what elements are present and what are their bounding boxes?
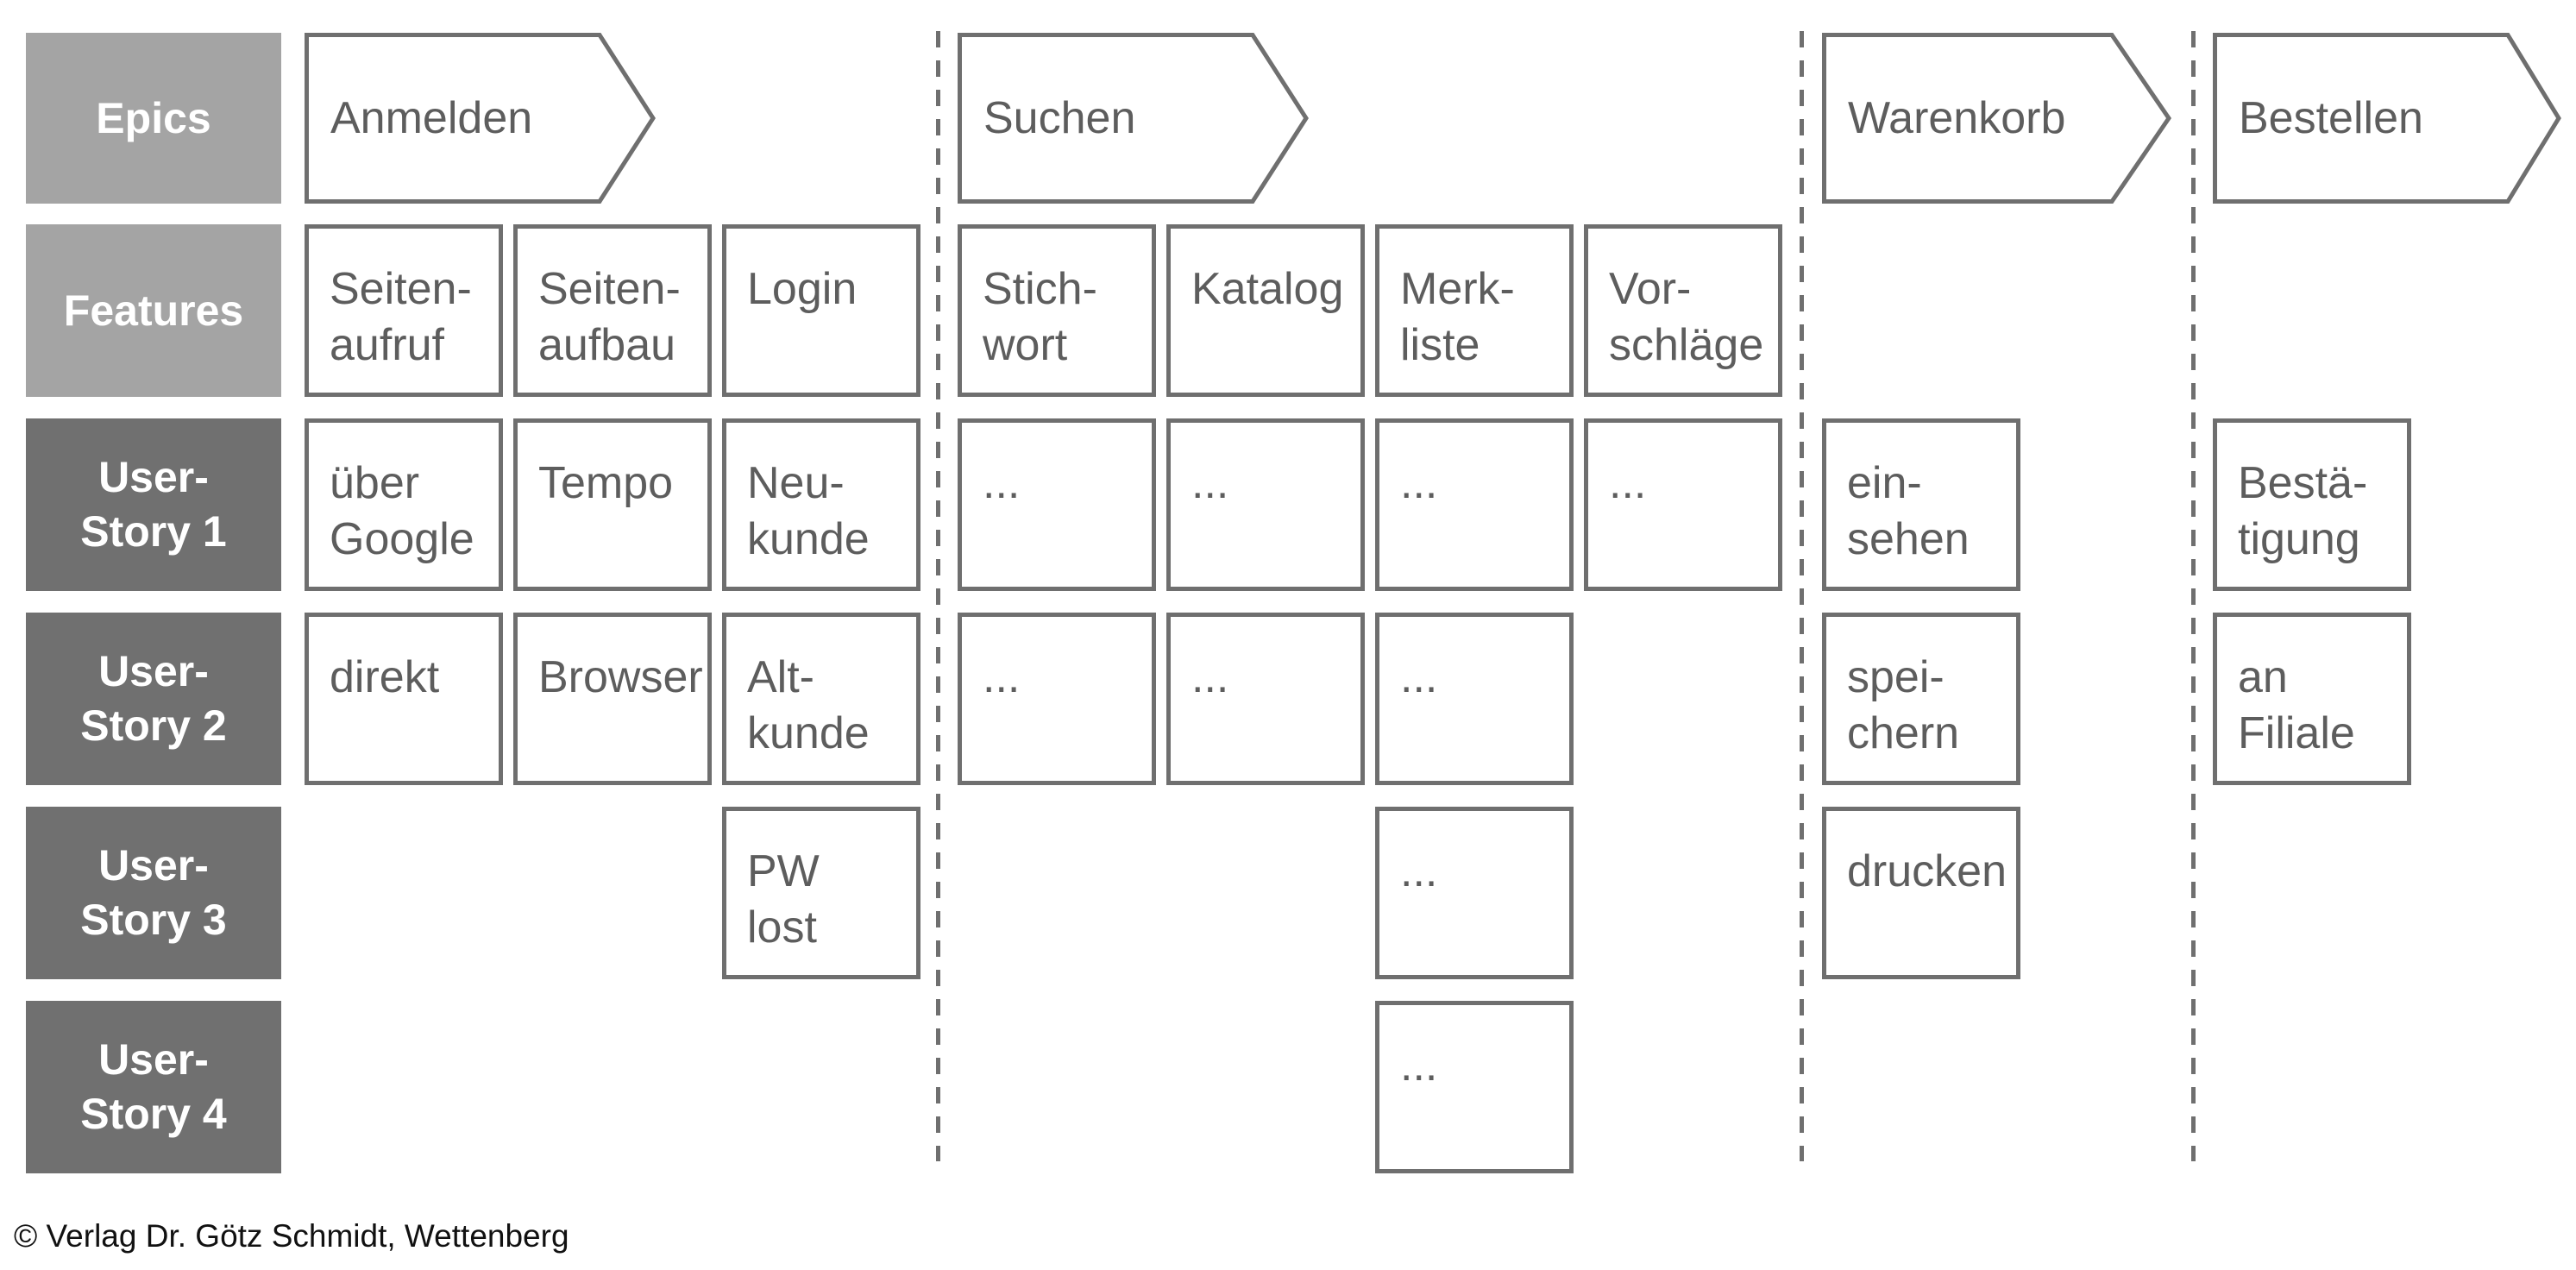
epic-bestellen: Bestellen bbox=[2213, 33, 2567, 204]
epic-suchen: Suchen bbox=[958, 33, 1311, 204]
copyright-text: © Verlag Dr. Götz Schmidt, Wettenberg bbox=[14, 1218, 569, 1254]
story-card-bestaetigung: Bestä- tigung bbox=[2213, 418, 2411, 591]
feature-card-vorschlaege: Vor- schläge bbox=[1584, 224, 1782, 397]
story-card-einsehen: ein- sehen bbox=[1822, 418, 2020, 591]
story-card-altkunde: Alt- kunde bbox=[722, 613, 920, 785]
story-card-ellipsis: ... bbox=[958, 418, 1156, 591]
feature-card-seitenaufbau: Seiten- aufbau bbox=[513, 224, 712, 397]
epic-warenkorb-label: Warenkorb bbox=[1848, 93, 2066, 143]
story-card-ellipsis: ... bbox=[1375, 613, 1574, 785]
epic-divider-2 bbox=[1800, 31, 1804, 1161]
story-card-drucken: drucken bbox=[1822, 807, 2020, 979]
epic-divider-1 bbox=[936, 31, 940, 1161]
epic-arrow-shape bbox=[305, 33, 656, 204]
story-card-ellipsis: ... bbox=[1375, 1001, 1574, 1173]
story-card-ellipsis: ... bbox=[958, 613, 1156, 785]
feature-card-login: Login bbox=[722, 224, 920, 397]
row-label-user-story-3: User- Story 3 bbox=[26, 807, 281, 979]
epic-arrow-shape bbox=[2213, 33, 2561, 204]
feature-card-katalog: Katalog bbox=[1166, 224, 1365, 397]
row-label-epics: Epics bbox=[26, 33, 281, 204]
epic-anmelden-label: Anmelden bbox=[330, 93, 533, 143]
feature-card-stichwort: Stich- wort bbox=[958, 224, 1156, 397]
feature-card-seitenaufruf: Seiten- aufruf bbox=[305, 224, 503, 397]
story-card-neukunde: Neu- kunde bbox=[722, 418, 920, 591]
epic-bestellen-label: Bestellen bbox=[2239, 93, 2423, 143]
story-card-pw-lost: PW lost bbox=[722, 807, 920, 979]
row-label-user-story-2: User- Story 2 bbox=[26, 613, 281, 785]
epic-arrow-shape bbox=[1822, 33, 2172, 204]
row-label-user-story-4: User- Story 4 bbox=[26, 1001, 281, 1173]
story-card-browser: Browser bbox=[513, 613, 712, 785]
epic-warenkorb: Warenkorb bbox=[1822, 33, 2176, 204]
row-label-features: Features bbox=[26, 224, 281, 397]
story-card-direkt: direkt bbox=[305, 613, 503, 785]
row-label-user-story-1: User- Story 1 bbox=[26, 418, 281, 591]
story-card-ellipsis: ... bbox=[1166, 418, 1365, 591]
story-card-ellipsis: ... bbox=[1166, 613, 1365, 785]
story-card-tempo: Tempo bbox=[513, 418, 712, 591]
story-card-ellipsis: ... bbox=[1584, 418, 1782, 591]
story-card-ellipsis: ... bbox=[1375, 418, 1574, 591]
story-card-ueber-google: über Google bbox=[305, 418, 503, 591]
epic-suchen-label: Suchen bbox=[983, 93, 1136, 143]
epic-divider-3 bbox=[2191, 31, 2196, 1161]
epic-anmelden: Anmelden bbox=[305, 33, 658, 204]
epic-arrow-shape bbox=[958, 33, 1309, 204]
story-card-an-filiale: an Filiale bbox=[2213, 613, 2411, 785]
story-card-ellipsis: ... bbox=[1375, 807, 1574, 979]
feature-card-merkliste: Merk- liste bbox=[1375, 224, 1574, 397]
story-card-speichern: spei- chern bbox=[1822, 613, 2020, 785]
